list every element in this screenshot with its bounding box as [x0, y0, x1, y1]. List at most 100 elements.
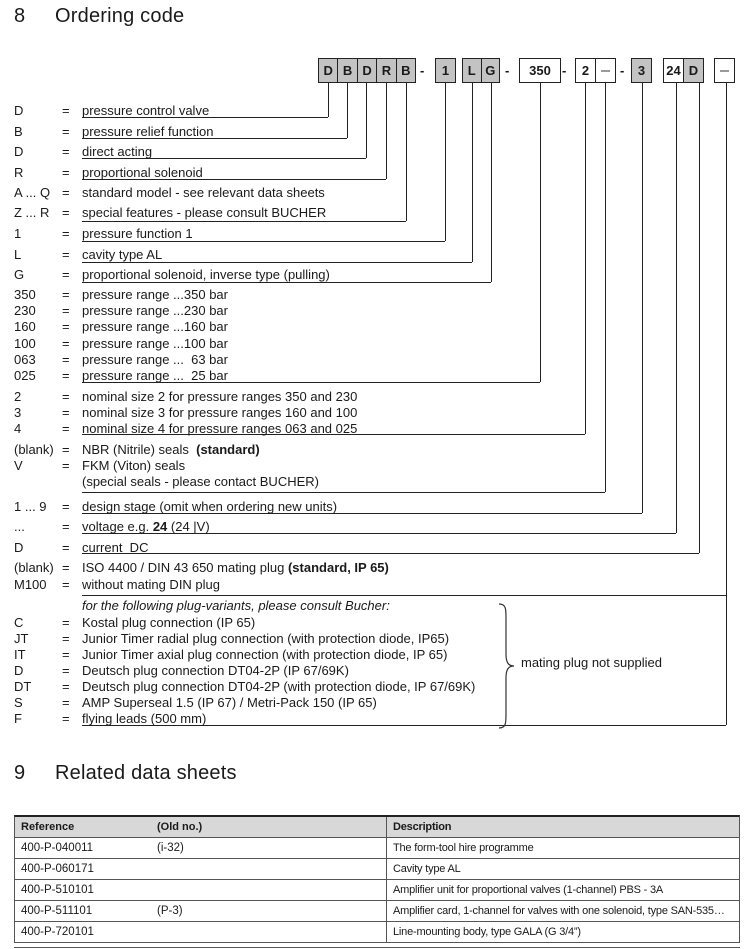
ordering-legend-row: R=proportional solenoid [0, 165, 756, 181]
cell-description: Cavity type AL [386, 859, 739, 879]
equals-sign: = [62, 287, 70, 302]
legend-description-segment: (standard, IP 65) [287, 560, 389, 575]
cell-old-no [151, 922, 386, 942]
ordering-legend-row: M100=without mating DIN plug [0, 577, 756, 593]
leader-line-vertical [726, 83, 727, 725]
cell-reference: 400-P-511101 [21, 905, 93, 917]
leader-line-underline [82, 117, 328, 118]
legend-description-segment: direct acting [82, 144, 153, 159]
code-box-cell: L [463, 59, 481, 82]
legend-key: 350 [14, 287, 36, 302]
code-box-cell [595, 59, 615, 82]
legend-description: Deutsch plug connection DT04-2P (with pr… [82, 679, 475, 694]
code-box-cell: 24 [664, 59, 683, 82]
equals-sign: = [62, 560, 70, 575]
legend-description: standard model - see relevant data sheet… [82, 185, 325, 200]
legend-description-segment: Deutsch plug connection DT04-2P (IP 67/6… [82, 663, 349, 678]
legend-key: G [14, 267, 25, 282]
leader-line-vertical [585, 83, 586, 434]
section-8-title: Ordering code [55, 5, 185, 27]
section-8-heading: 8 Ordering code [14, 5, 184, 28]
ordering-legend-row: 160=pressure range ...160 bar [0, 319, 756, 335]
leader-line-underline [82, 595, 726, 596]
placeholder-mark [720, 69, 729, 72]
ordering-legend-row: 3=nominal size 3 for pressure ranges 160… [0, 405, 756, 421]
cell-description: Amplifier card, 1-channel for valves wit… [386, 901, 739, 921]
equals-sign: = [62, 540, 70, 555]
legend-key: IT [14, 647, 26, 662]
code-box-cell: G [480, 59, 499, 82]
equals-sign: = [62, 577, 70, 592]
cell-old-no [151, 880, 386, 900]
legend-key: 063 [14, 352, 36, 367]
legend-key: 4 [14, 421, 22, 436]
legend-description: flying leads (500 mm) [82, 711, 206, 726]
equals-sign: = [62, 352, 70, 367]
legend-description: FKM (Viton) seals [82, 458, 185, 473]
legend-description-segment: for the following plug-variants, please … [82, 598, 390, 613]
legend-key: (blank) [14, 442, 54, 457]
legend-description-segment: (standard) [196, 442, 260, 457]
equals-sign: = [62, 615, 70, 630]
leader-line-vertical [676, 83, 677, 533]
leader-line-vertical [328, 83, 329, 117]
legend-description: pressure range ...230 bar [82, 303, 228, 318]
legend-description: nominal size 3 for pressure ranges 160 a… [82, 405, 357, 420]
leader-line-underline [82, 382, 540, 383]
legend-key: D [14, 540, 24, 555]
header-old-no: (Old no.) [157, 821, 203, 833]
legend-description-segment: pressure control valve [82, 103, 210, 118]
legend-description: current DC [82, 540, 148, 555]
legend-description: AMP Superseal 1.5 (IP 67) / Metri-Pack 1… [82, 695, 377, 710]
legend-description: (special seals - please contact BUCHER) [82, 474, 319, 489]
legend-description-segment: without mating DIN plug [82, 577, 221, 592]
legend-description: without mating DIN plug [82, 577, 220, 592]
ordering-legend-row: for the following plug-variants, please … [0, 598, 756, 614]
cell-reference: 400-P-510101 [21, 884, 94, 896]
cell-description: Line-mounting body, type GALA (G 3/4”) [386, 922, 739, 942]
legend-description-segment: standard model - see relevant data sheet… [82, 185, 325, 200]
legend-key: 160 [14, 319, 36, 334]
ordering-legend-row: 230=pressure range ...230 bar [0, 303, 756, 319]
legend-description: for the following plug-variants, please … [82, 598, 390, 613]
code-box-cell: B [395, 59, 416, 82]
ordering-legend-row: D=Deutsch plug connection DT04-2P (IP 67… [0, 663, 756, 679]
legend-key: 230 [14, 303, 36, 318]
equals-sign: = [62, 631, 70, 646]
legend-key: D [14, 103, 24, 118]
leader-line-underline [82, 179, 386, 180]
ordering-legend-row: G=proportional solenoid, inverse type (p… [0, 267, 756, 283]
legend-description-segment: 24 [152, 519, 168, 534]
brace [498, 603, 515, 729]
section-9-title: Related data sheets [55, 762, 237, 784]
leader-line-underline [82, 158, 366, 159]
code-separator: - [420, 63, 425, 78]
equals-sign: = [62, 711, 70, 726]
leader-line-vertical [347, 83, 348, 138]
code-box-cell: 350 [520, 59, 560, 82]
code-box-cell [715, 59, 734, 82]
code-box-cell: D [356, 59, 377, 82]
legend-key: Z ... R [14, 205, 50, 220]
legend-description-segment: NBR (Nitrile) seals [82, 442, 197, 457]
equals-sign: = [62, 519, 70, 534]
legend-description-segment: AMP Superseal 1.5 (IP 67) / Metri-Pack 1… [82, 695, 377, 710]
legend-description: nominal size 2 for pressure ranges 350 a… [82, 389, 357, 404]
related-data-sheets-table: Reference (Old no.) Description 400-P-04… [14, 815, 740, 943]
legend-description-segment: FKM (Viton) seals [82, 458, 186, 473]
section-8-number: 8 [14, 5, 26, 27]
code-separator: - [620, 63, 625, 78]
ordering-legend-row: 2=nominal size 2 for pressure ranges 350… [0, 389, 756, 405]
legend-description-segment: flying leads (500 mm) [82, 711, 207, 726]
legend-description: pressure range ... 63 bar [82, 352, 228, 367]
legend-key: C [14, 615, 24, 630]
code-separator: - [562, 63, 567, 78]
legend-description-segment: nominal size 4 for pressure ranges 063 a… [82, 421, 358, 436]
legend-description-segment: design stage (omit when ordering new uni… [82, 499, 338, 514]
legend-description: pressure range ...350 bar [82, 287, 228, 302]
code-box: 3 [631, 58, 652, 83]
legend-description-segment: (24 |V) [167, 519, 210, 534]
